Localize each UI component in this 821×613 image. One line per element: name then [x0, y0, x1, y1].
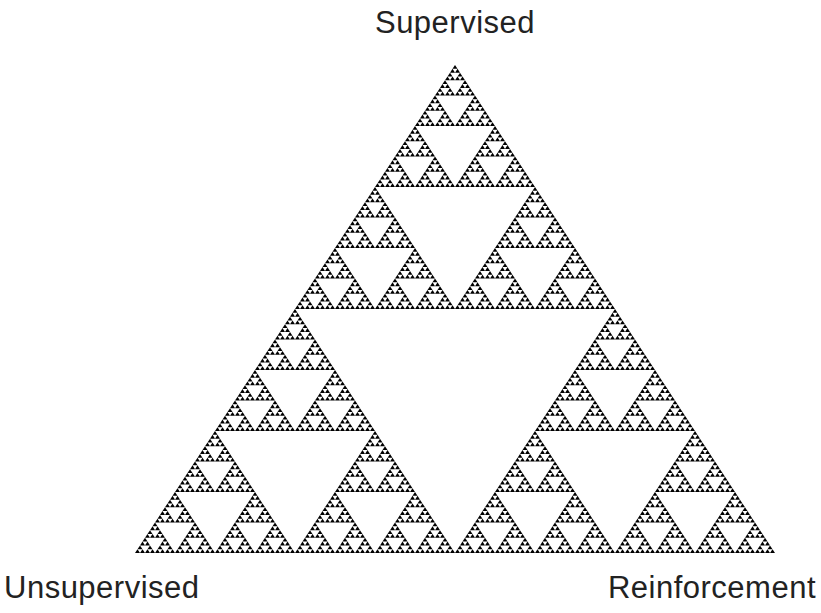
corner-label: Unsupervised: [4, 569, 200, 607]
corner-label: Reinforcement: [608, 569, 816, 607]
fractal-shape: [135, 65, 775, 553]
corner-label: Supervised: [375, 4, 535, 42]
